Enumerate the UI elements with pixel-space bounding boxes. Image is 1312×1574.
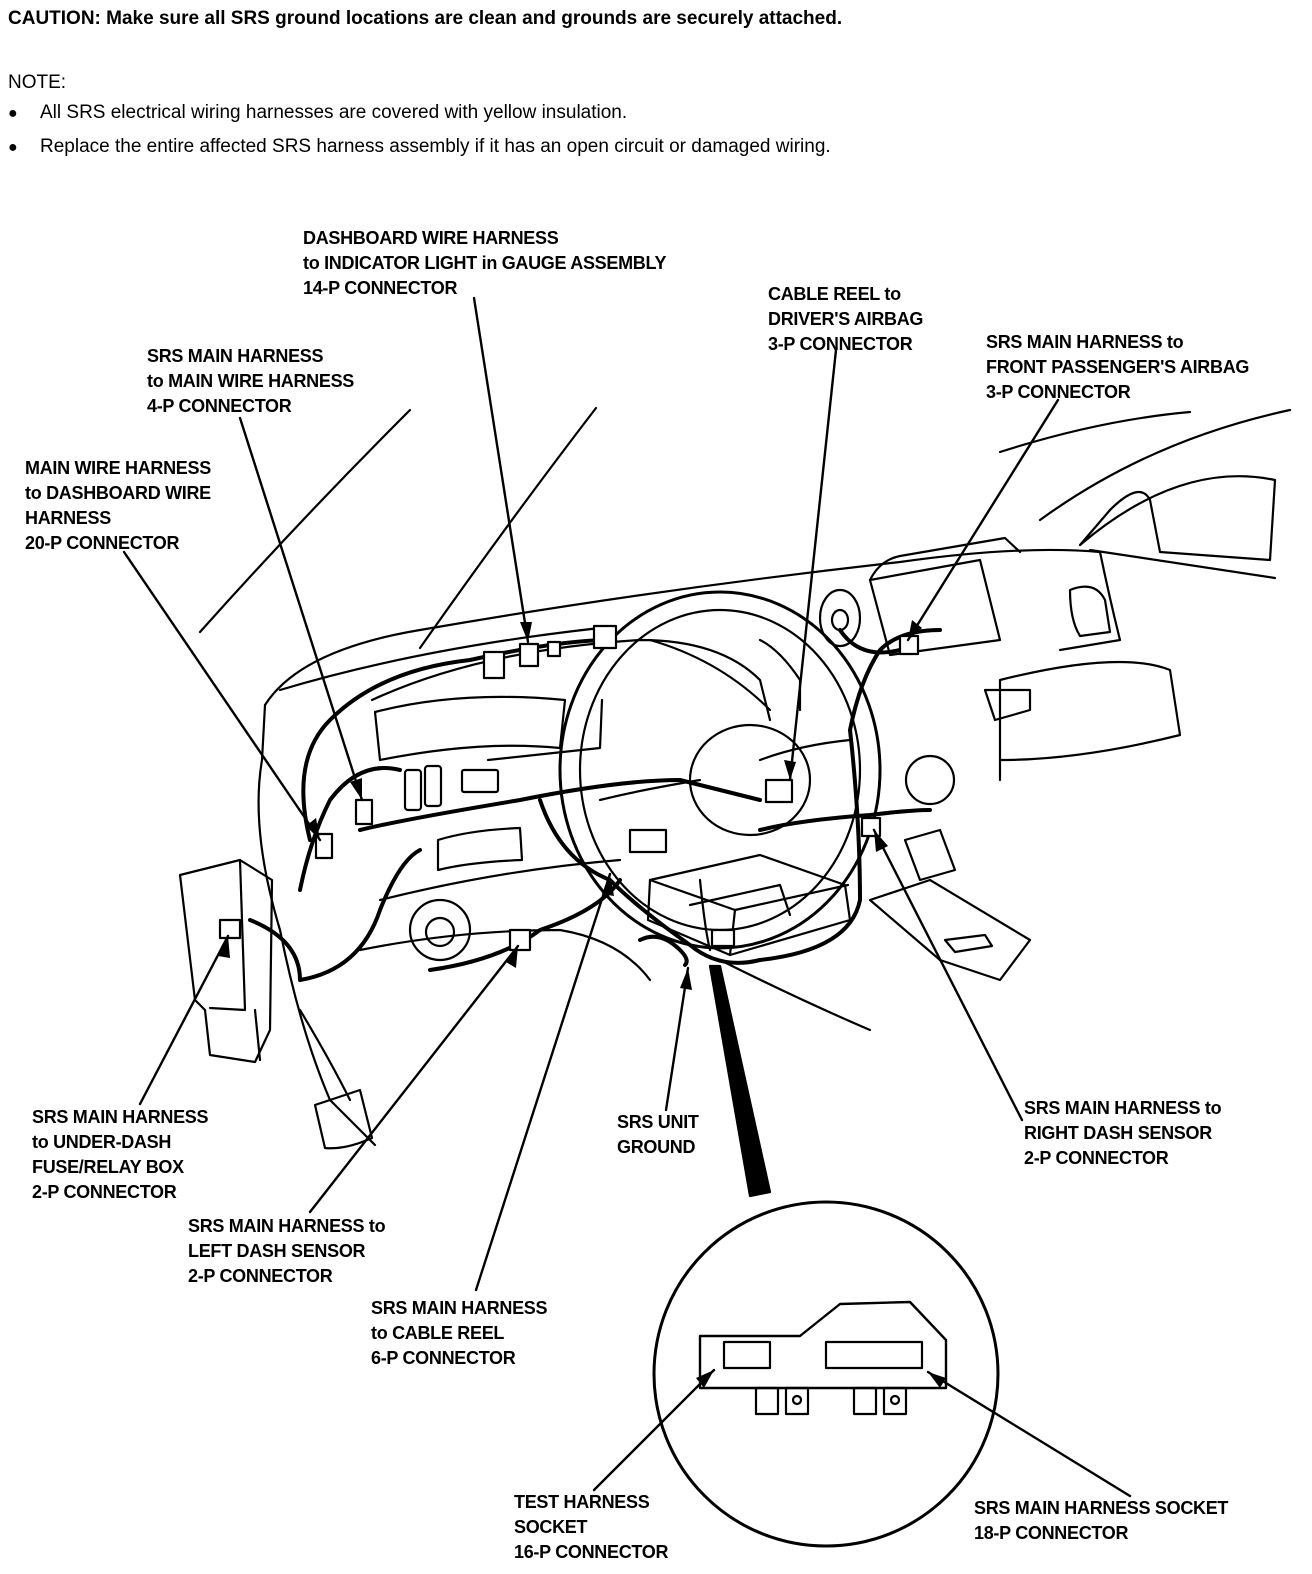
label-underdash-fuse-2p: SRS MAIN HARNESS to UNDER-DASH FUSE/RELA… xyxy=(32,1107,209,1202)
main-harness-socket xyxy=(824,1340,924,1370)
label-srs-unit-ground: SRS UNIT GROUND xyxy=(617,1112,699,1157)
test-harness-socket xyxy=(722,1340,772,1370)
note-item: ●Replace the entire affected SRS harness… xyxy=(8,132,831,166)
label-main-wire-4p: SRS MAIN HARNESS to MAIN WIRE HARNESS 4-… xyxy=(147,346,354,416)
caution-text: CAUTION: Make sure all SRS ground locati… xyxy=(8,8,843,29)
bullet-icon: ● xyxy=(8,105,18,122)
label-passenger-airbag-3p: SRS MAIN HARNESS to FRONT PASSENGER'S AI… xyxy=(986,332,1250,402)
label-test-harness-16p: TEST HARNESS SOCKET 16-P CONNECTOR xyxy=(514,1492,669,1562)
srs-unit-detail xyxy=(652,1200,1000,1548)
note-title: NOTE: xyxy=(8,72,67,93)
label-right-dash-2p: SRS MAIN HARNESS to RIGHT DASH SENSOR 2-… xyxy=(1024,1098,1222,1168)
label-dashboard-wire-14p: DASHBOARD WIRE HARNESS to INDICATOR LIGH… xyxy=(303,228,667,298)
bullet-icon: ● xyxy=(8,139,18,156)
label-cable-reel-6p: SRS MAIN HARNESS to CABLE REEL 6-P CONNE… xyxy=(371,1298,548,1368)
label-left-dash-2p: SRS MAIN HARNESS to LEFT DASH SENSOR 2-P… xyxy=(188,1216,386,1286)
car-body-outline xyxy=(178,406,1292,1150)
note-list: ●All SRS electrical wiring harnesses are… xyxy=(8,98,831,166)
detail-callout-wedge xyxy=(708,964,772,1198)
connectors xyxy=(218,624,920,952)
label-main-socket-18p: SRS MAIN HARNESS SOCKET 18-P CONNECTOR xyxy=(974,1498,1229,1543)
leader-lines xyxy=(122,296,1132,1498)
label-dashboard-20p: MAIN WIRE HARNESS to DASHBOARD WIRE HARN… xyxy=(25,458,211,553)
label-cable-reel-airbag-3p: CABLE REEL to DRIVER'S AIRBAG 3-P CONNEC… xyxy=(768,284,924,354)
note-item: ●All SRS electrical wiring harnesses are… xyxy=(8,98,831,132)
